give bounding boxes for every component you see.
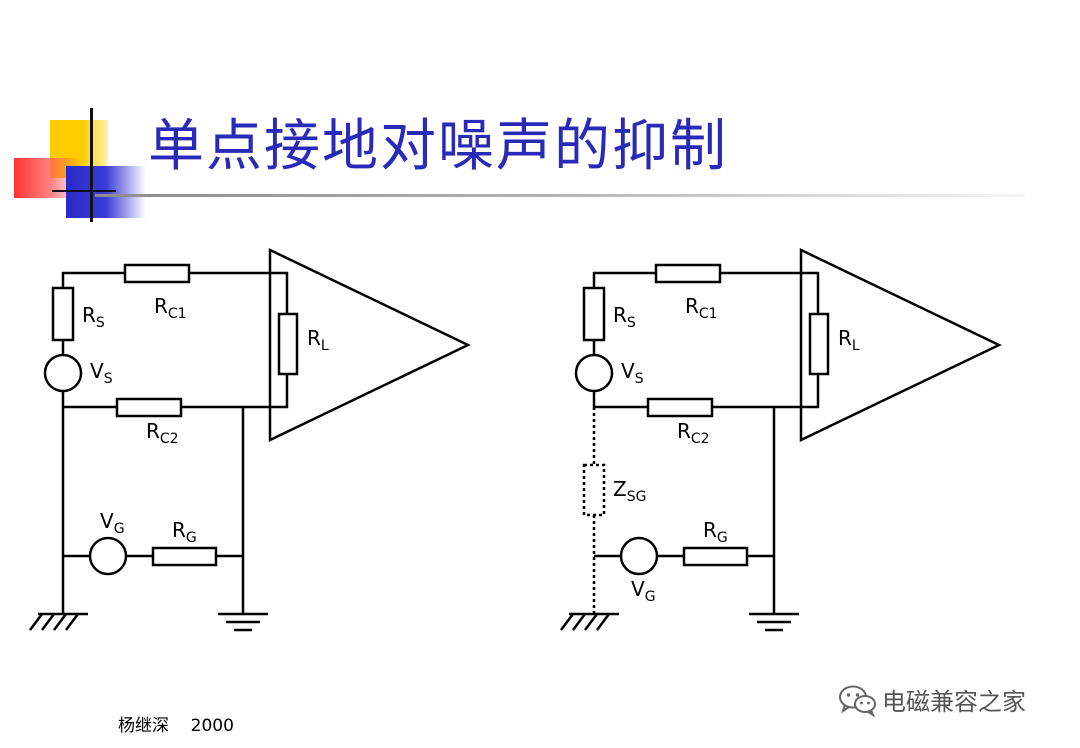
title-deco-horizontal-line	[52, 190, 116, 192]
right-rc2-label: RC2	[677, 419, 710, 447]
right-rs-label: RS	[613, 303, 636, 331]
right-rc1-resistor	[654, 263, 722, 284]
title-deco-blue-rect	[66, 166, 146, 218]
title-deco-vertical-line	[90, 108, 93, 222]
right-vs-label: VS	[621, 359, 644, 387]
wechat-icon	[839, 685, 876, 717]
right-rs-resistor	[582, 286, 606, 342]
footer-author: 杨继深	[118, 716, 169, 736]
left-rc1-resistor	[123, 263, 191, 284]
title-underline	[95, 194, 1025, 197]
right-rl-label: RL	[838, 326, 860, 354]
left-vs-label: VS	[90, 359, 113, 387]
left-rl-resistor	[277, 312, 299, 376]
left-earth-ground	[218, 612, 268, 632]
left-rs-resistor	[51, 286, 75, 342]
left-chassis-ground	[29, 612, 88, 631]
left-circuit: RS RC1 RL VS RC2 VG RG	[29, 248, 471, 632]
watermark-text: 电磁兼容之家	[882, 688, 1026, 716]
footer-year: 2000	[190, 716, 234, 736]
left-vg-label: VG	[100, 509, 125, 537]
left-rc2-label: RC2	[146, 419, 179, 447]
right-vg-label: VG	[631, 577, 656, 605]
left-rc2-resistor	[115, 397, 183, 418]
right-zsg-impedance	[582, 463, 606, 517]
left-vs-source	[43, 353, 83, 393]
right-earth-ground	[749, 612, 799, 632]
right-vg-source	[619, 536, 659, 576]
left-rg-resistor	[151, 546, 218, 567]
left-rc1-label: RC1	[154, 294, 187, 322]
right-rl-resistor	[808, 312, 830, 376]
right-circuit: RS RC1 RL VS RC2 ZSG RG VG	[560, 248, 1002, 632]
right-vs-source	[574, 353, 614, 393]
footer-credit: 杨继深 2000	[118, 711, 234, 736]
right-rc1-label: RC1	[685, 294, 718, 322]
page-title: 单点接地对噪声的抑制	[148, 114, 728, 179]
watermark: 电磁兼容之家	[838, 682, 1026, 717]
left-amplifier	[268, 248, 471, 442]
left-rl-label: RL	[307, 326, 329, 354]
left-rg-label: RG	[172, 518, 197, 546]
right-amplifier	[799, 248, 1002, 442]
right-rc2-resistor	[646, 397, 714, 418]
right-chassis-ground	[560, 612, 619, 631]
right-zsg-label: ZSG	[613, 477, 646, 505]
right-rg-resistor	[682, 546, 749, 567]
left-rs-label: RS	[82, 303, 105, 331]
right-rg-label: RG	[703, 518, 728, 546]
left-vg-source	[88, 536, 128, 576]
